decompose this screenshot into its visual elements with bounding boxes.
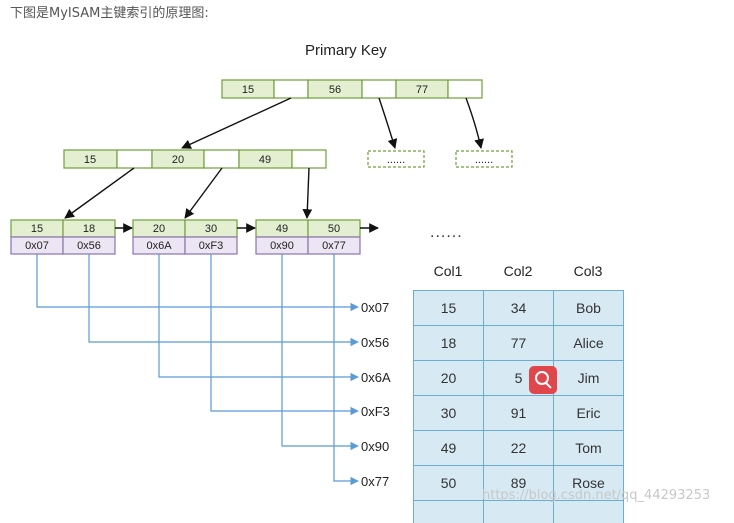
collapsed-node-2: ......: [456, 151, 512, 167]
address-label-1: 0x07: [361, 300, 389, 315]
table-row: 18 77 Alice: [414, 326, 624, 361]
col-header-1: Col1: [413, 263, 483, 279]
leaf1-key-1: 15: [31, 223, 43, 235]
address-label-3: 0x6A: [361, 370, 391, 385]
level2-key-2: 20: [172, 154, 184, 166]
level2-ptr-cell-1: [117, 150, 152, 168]
connector-0xF3: [211, 254, 358, 411]
leaf-node-3: 49 50 0x90 0x77: [256, 220, 360, 254]
leaf-node-2: 20 30 0x6A 0xF3: [133, 220, 237, 254]
root-ptr-cell-2: [362, 80, 396, 98]
table-cell: 30: [414, 396, 484, 431]
address-connectors: [37, 254, 358, 481]
collapsed-node-1: ......: [368, 151, 424, 167]
address-label-5: 0x90: [361, 439, 389, 454]
leaf1-key-2: 18: [83, 223, 95, 235]
connector-0x90: [282, 254, 358, 446]
table-cell-empty: [414, 501, 484, 523]
address-label-4: 0xF3: [361, 404, 390, 419]
table-cell: 20: [414, 361, 484, 396]
table-cell: 34: [484, 291, 554, 326]
level2-to-leaf-arrow-3: [307, 168, 309, 218]
table-cell: Jim: [554, 361, 624, 396]
connector-0x07: [37, 254, 358, 307]
collapsed-label-1: ......: [387, 154, 405, 166]
leaf2-ptr-2: 0xF3: [199, 240, 223, 252]
root-ptr-cell-3: [448, 80, 482, 98]
leaf1-ptr-1: 0x07: [25, 240, 49, 252]
leaf2-ptr-1: 0x6A: [146, 240, 172, 252]
root-ptr-cell-1: [274, 80, 308, 98]
table-cell: 15: [414, 291, 484, 326]
leaf3-ptr-1: 0x90: [270, 240, 294, 252]
table-cell: 49: [414, 431, 484, 466]
table-cell: 22: [484, 431, 554, 466]
table-row: 30 91 Eric: [414, 396, 624, 431]
root-to-collapsed-arrow-1: [379, 98, 395, 148]
table-cell: 18: [414, 326, 484, 361]
table-row-empty: [414, 501, 624, 523]
leaf2-key-1: 20: [153, 223, 165, 235]
zoom-handle: [545, 382, 551, 388]
root-key-3: 77: [416, 84, 428, 96]
root-to-collapsed-arrow-2: [466, 98, 481, 148]
level2-ptr-cell-3: [292, 150, 326, 168]
table-cell: Bob: [554, 291, 624, 326]
col-header-3: Col3: [553, 263, 623, 279]
leaf3-key-2: 50: [328, 223, 340, 235]
root-key-1: 15: [242, 84, 254, 96]
col-header-2: Col2: [483, 263, 553, 279]
root-key-2: 56: [329, 84, 341, 96]
root-to-level2-arrow: [182, 98, 291, 148]
level2-ptr-cell-2: [204, 150, 239, 168]
table-row: 49 22 Tom: [414, 431, 624, 466]
watermark: https://blog.csdn.net/qq_44293253: [482, 488, 710, 503]
root-node: 15 56 77: [222, 80, 482, 98]
level2-key-3: 49: [259, 154, 271, 166]
collapsed-label-2: ......: [475, 154, 493, 166]
level2-to-leaf-arrow-1: [65, 168, 134, 218]
leaf-node-1: 15 18 0x07 0x56: [11, 220, 115, 254]
table-row: 20 5 Jim: [414, 361, 624, 396]
connector-0x6A: [159, 254, 358, 377]
leaf2-key-2: 30: [205, 223, 217, 235]
table-cell-empty: [484, 501, 554, 523]
level2-key-1: 15: [84, 154, 96, 166]
level2-node: 15 20 49: [64, 150, 326, 168]
leaf3-key-1: 49: [276, 223, 288, 235]
more-ellipsis: ......: [430, 224, 463, 242]
leaf1-ptr-2: 0x56: [77, 240, 101, 252]
table-cell-empty: [554, 501, 624, 523]
table-cell: 77: [484, 326, 554, 361]
table-cell: 50: [414, 466, 484, 501]
connector-0x77: [334, 254, 358, 481]
leaf3-ptr-2: 0x77: [322, 240, 346, 252]
level2-to-leaf-arrow-2: [185, 168, 222, 218]
address-label-6: 0x77: [361, 474, 389, 489]
connector-0x56: [89, 254, 358, 342]
table-cell: Eric: [554, 396, 624, 431]
table-cell: Tom: [554, 431, 624, 466]
zoom-icon[interactable]: [529, 366, 557, 394]
table-row: 15 34 Bob: [414, 291, 624, 326]
address-label-2: 0x56: [361, 335, 389, 350]
table-cell: 91: [484, 396, 554, 431]
table-cell: Alice: [554, 326, 624, 361]
